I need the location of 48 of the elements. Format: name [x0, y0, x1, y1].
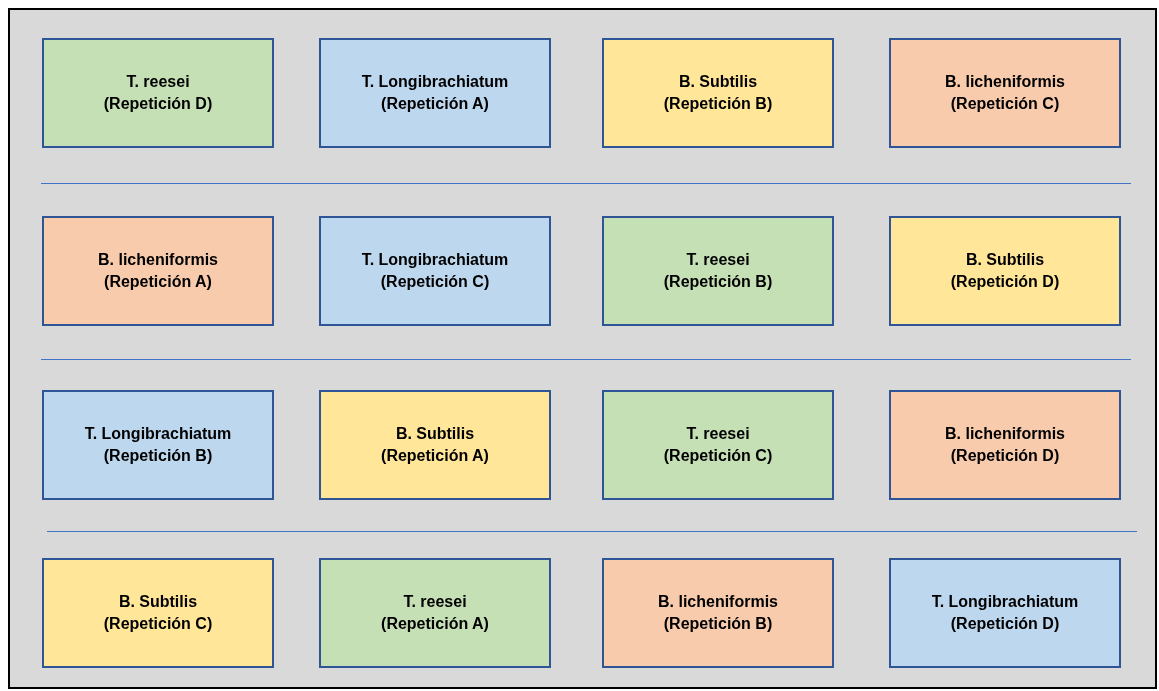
replicate-label: (Repetición D): [950, 446, 1060, 466]
sample-box: [602, 390, 834, 500]
sample-box: [602, 216, 834, 326]
species-name: B. Subtilis: [965, 250, 1045, 270]
species-name: T. Longibrachiatum: [361, 250, 509, 270]
sample-box: [889, 216, 1121, 326]
replicate-label: (Repetición A): [104, 272, 212, 292]
species-name: B. Subtilis: [395, 424, 475, 444]
sample-box: [889, 558, 1121, 668]
replicate-label: (Repetición D): [950, 614, 1060, 634]
species-name: T. reesei: [686, 250, 750, 270]
species-name: T. Longibrachiatum: [361, 72, 509, 92]
species-name: T. reesei: [126, 72, 190, 92]
replicate-label: (Repetición B): [103, 446, 213, 466]
sample-box: [602, 38, 834, 148]
replicate-label: (Repetición C): [103, 614, 213, 634]
sample-box: [42, 558, 274, 668]
species-name: B. Subtilis: [678, 72, 758, 92]
replicate-label: (Repetición C): [380, 272, 490, 292]
sample-box: [602, 558, 834, 668]
species-name: B. Subtilis: [118, 592, 198, 612]
species-name: T. Longibrachiatum: [84, 424, 232, 444]
species-name: B. licheniformis: [658, 592, 778, 612]
sample-box: [889, 390, 1121, 500]
replicate-label: (Repetición B): [663, 272, 773, 292]
species-name: T. reesei: [403, 592, 467, 612]
replicate-label: (Repetición A): [381, 94, 489, 114]
replicate-label: (Repetición A): [381, 446, 489, 466]
replicate-label: (Repetición A): [381, 614, 489, 634]
sample-box: [42, 216, 274, 326]
species-name: B. licheniformis: [945, 72, 1065, 92]
replicate-label: (Repetición B): [663, 614, 773, 634]
species-name: B. licheniformis: [98, 250, 218, 270]
species-name: T. Longibrachiatum: [931, 592, 1079, 612]
sample-box: [42, 390, 274, 500]
sample-box: [319, 558, 551, 668]
replicate-label: (Repetición C): [950, 94, 1060, 114]
replicate-label: (Repetición D): [103, 94, 213, 114]
sample-box: [319, 216, 551, 326]
sample-box: [889, 38, 1121, 148]
sample-box: [42, 38, 274, 148]
sample-box: [319, 38, 551, 148]
species-name: T. reesei: [686, 424, 750, 444]
replicate-label: (Repetición D): [950, 272, 1060, 292]
sample-box: [319, 390, 551, 500]
species-name: B. licheniformis: [945, 424, 1065, 444]
replicate-label: (Repetición B): [663, 94, 773, 114]
replicate-label: (Repetición C): [663, 446, 773, 466]
